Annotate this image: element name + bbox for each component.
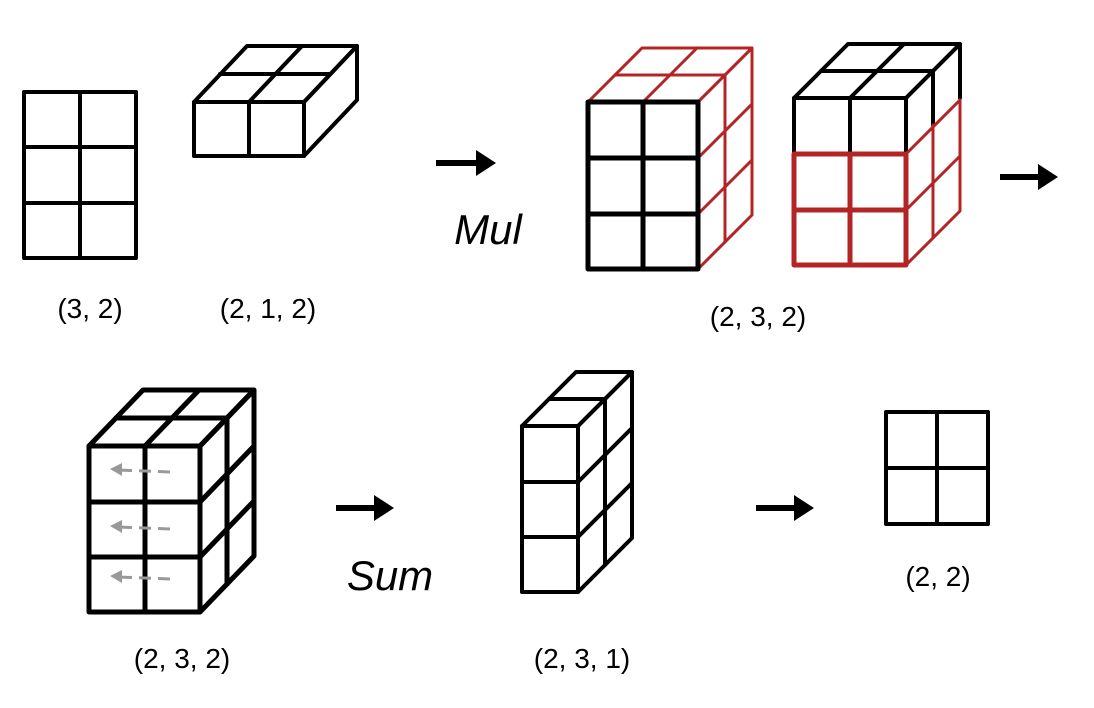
arrow-right-icon: [436, 150, 496, 176]
arrow-right-icon: [336, 495, 394, 521]
dashed-arrow-left-icon: [110, 570, 171, 583]
product-block-1: [585, 46, 754, 272]
sum-direction-arrows: [110, 463, 171, 583]
result-matrix: [884, 410, 990, 526]
arrow-right-icon: [756, 495, 814, 521]
matrix-3x2: [22, 90, 138, 260]
reduced-tensor: [520, 370, 634, 594]
tensor-2x1x2-label: (2, 1, 2): [220, 293, 316, 324]
tensor-2x1x2: [192, 44, 359, 158]
reduced-label: (2, 3, 1): [534, 643, 630, 674]
dashed-arrow-left-icon: [110, 463, 171, 476]
product-block-2: [791, 42, 962, 268]
sum-operation-label: Sum: [347, 552, 433, 599]
matrix-3x2-label: (3, 2): [57, 293, 122, 324]
sum-input-tensor: [86, 387, 257, 615]
arrow-right-icon: [1000, 164, 1058, 190]
result-label: (2, 2): [905, 561, 970, 592]
mul-operation-label: Mul: [454, 206, 523, 253]
product-label: (2, 3, 2): [710, 301, 806, 332]
dashed-arrow-left-icon: [110, 520, 171, 533]
sum-input-label: (2, 3, 2): [134, 643, 230, 674]
